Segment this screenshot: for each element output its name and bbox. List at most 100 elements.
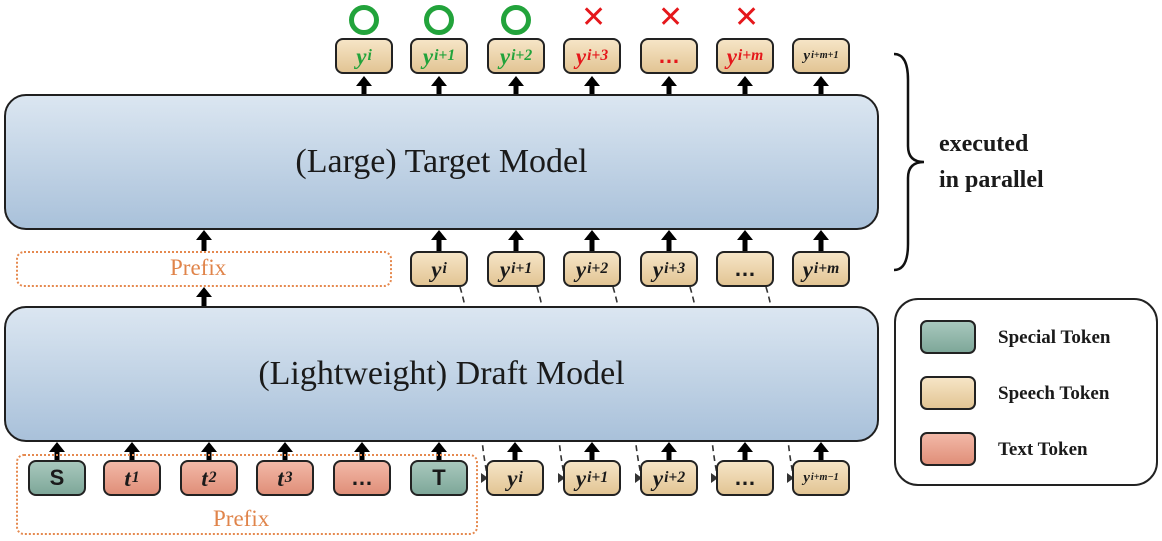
target-model-label: (Large) Target Model <box>295 143 588 180</box>
accept-circle-icon <box>349 5 379 35</box>
feedback-arrow-head <box>711 473 718 483</box>
draft-output-token-subscript: i <box>442 260 447 278</box>
input-prefix-token: T <box>410 460 468 496</box>
input-speech-token-base: … <box>734 465 756 490</box>
arrow-draft-output-to-target <box>508 230 524 251</box>
prefix-bottom-box <box>16 454 478 535</box>
input-prefix-token-base: T <box>432 465 446 490</box>
annotation-line-1: executed <box>939 131 1029 157</box>
draft-output-token-subscript: i+3 <box>664 260 686 278</box>
draft-model-box: (Lightweight) Draft Model <box>4 306 879 442</box>
draft-output-token-base: … <box>734 256 756 281</box>
draft-model-label: (Lightweight) Draft Model <box>258 355 625 392</box>
arrow-target-to-output <box>356 76 372 94</box>
output-token: … <box>640 38 698 74</box>
draft-output-token-base: y <box>431 256 442 282</box>
input-speech-token-subscript: i+2 <box>664 469 686 487</box>
target-model-box: (Large) Target Model <box>4 94 879 230</box>
annotation-line-2: in parallel <box>939 167 1044 193</box>
draft-output-token-subscript: i+m <box>813 260 840 278</box>
accept-circle-icon <box>424 5 454 35</box>
input-speech-token-subscript: i <box>518 469 523 487</box>
arrow-draft-output-to-target <box>584 230 600 251</box>
draft-output-token-subscript: i+1 <box>511 260 533 278</box>
parallel-annotation: executed in parallel <box>939 126 1044 198</box>
prefix-top-label: Prefix <box>170 255 227 280</box>
legend-label-text: Text Token <box>998 439 1088 460</box>
draft-output-token-base: y <box>499 256 511 282</box>
legend-label-special: Special Token <box>998 327 1111 348</box>
prefix-bottom-label: Prefix <box>213 506 270 531</box>
feedback-arrow-head <box>558 473 565 483</box>
draft-output-token: … <box>716 251 774 287</box>
legend-swatch-speech <box>920 376 976 410</box>
input-prefix-token-base: t <box>277 465 284 491</box>
feedback-arrow-head <box>787 473 794 483</box>
legend-label-speech: Speech Token <box>998 383 1110 404</box>
arrow-input-to-draft <box>507 442 523 460</box>
arrow-target-to-output <box>813 76 829 94</box>
feedback-arrow-head <box>481 473 488 483</box>
input-prefix-token: S <box>28 460 86 496</box>
input-speech-token-base: y <box>507 465 518 491</box>
reject-cross-icon: ✕ <box>581 0 607 35</box>
arrow-input-to-draft <box>584 442 600 460</box>
arrow-target-to-output <box>508 76 524 94</box>
input-prefix-token-subscript: 3 <box>284 469 293 487</box>
feedback-arrow-head <box>635 473 642 483</box>
input-speech-token-subscript: i+m−1 <box>810 471 839 483</box>
accept-circle-icon <box>501 5 531 35</box>
arrow-draft-output-to-target <box>737 230 753 251</box>
reject-cross-icon: ✕ <box>658 0 684 35</box>
parallel-brace <box>893 52 925 272</box>
prefix-top-box <box>16 251 392 287</box>
output-token-subscript: i+2 <box>511 47 533 65</box>
arrow-prefix-to-target <box>196 230 212 251</box>
output-token-base: y <box>726 43 737 69</box>
arrow-draft-output-to-target <box>661 230 677 251</box>
input-prefix-token-subscript: 2 <box>208 469 217 487</box>
arrow-target-to-output <box>737 76 753 94</box>
output-token-subscript: i+3 <box>587 47 609 65</box>
output-token-subscript: i+1 <box>434 47 456 65</box>
input-speech-token-base: y <box>803 469 810 486</box>
legend: Special Token Speech Token Text Token <box>894 298 1158 486</box>
output-token-base: y <box>422 43 434 69</box>
input-speech-token-base: y <box>575 465 587 491</box>
input-speech-token-subscript: i+1 <box>587 469 609 487</box>
output-token-subscript: i+m+1 <box>811 49 839 61</box>
arrow-input-to-draft <box>813 442 829 460</box>
input-speech-token: … <box>716 460 774 496</box>
draft-output-token-base: y <box>652 256 664 282</box>
input-prefix-token-subscript: 1 <box>131 469 140 487</box>
arrow-target-to-output <box>584 76 600 94</box>
output-token-base: … <box>658 43 680 68</box>
input-speech-token-base: y <box>652 465 664 491</box>
arrow-input-to-draft <box>737 442 753 460</box>
arrow-draft-output-to-target <box>431 230 447 251</box>
arrow-target-to-output <box>661 76 677 94</box>
arrow-target-to-output <box>431 76 447 94</box>
input-prefix-token: … <box>333 460 391 496</box>
output-token-subscript: i+m <box>737 47 764 65</box>
arrow-draft-to-prefix <box>196 287 212 306</box>
output-token-base: y <box>575 43 587 69</box>
input-prefix-token-base: S <box>49 465 65 490</box>
